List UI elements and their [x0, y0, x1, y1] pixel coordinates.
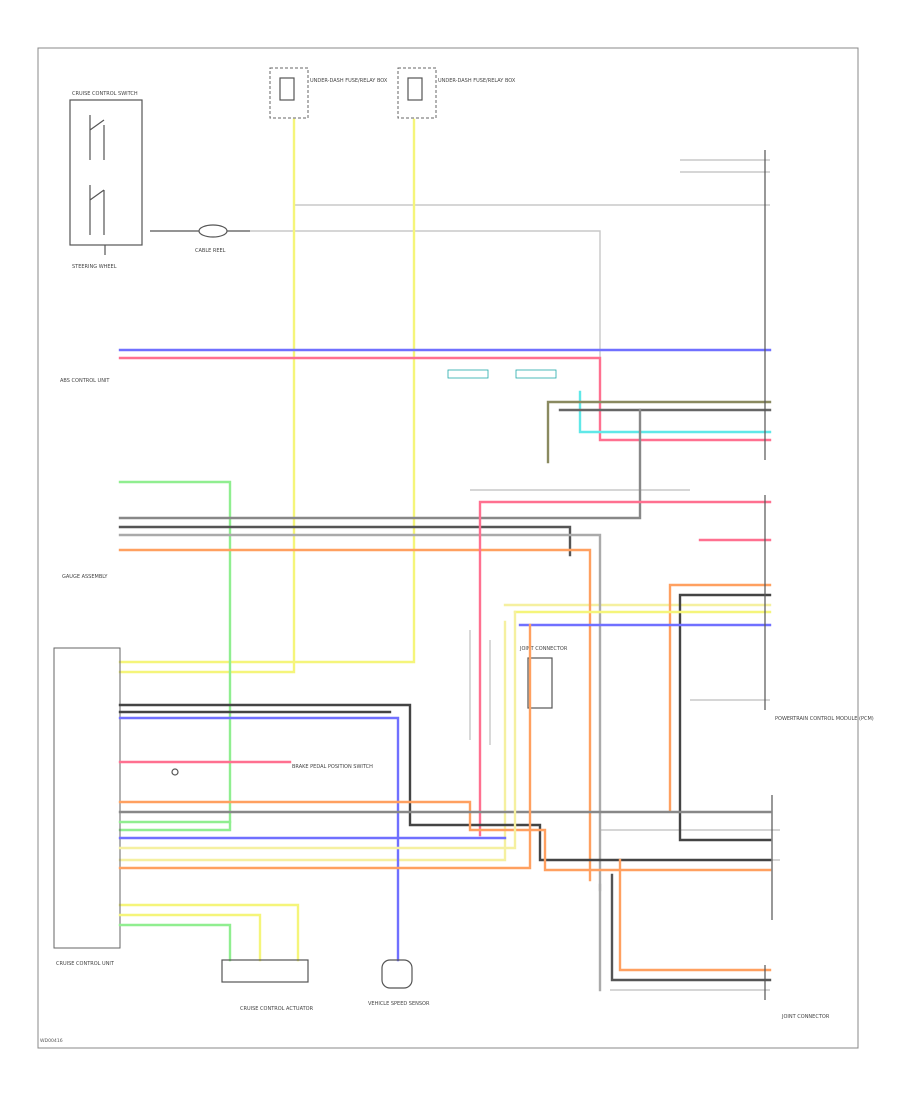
junction-2-label: JOINT CONNECTOR: [781, 1014, 830, 1020]
abs-wires: ABS CONTROL UNIT: [60, 348, 772, 464]
steering-wheel-label: STEERING WHEEL: [72, 264, 117, 270]
fuse-box-1: UNDER-DASH FUSE/RELAY BOX: [269, 67, 388, 119]
gauge-assembly-label: GAUGE ASSEMBLY: [62, 574, 108, 580]
cruise-switch-label: CRUISE CONTROL SWITCH: [72, 91, 138, 97]
junction-1-label: JOINT CONNECTOR: [519, 646, 568, 652]
cable-reel-label: CABLE REEL: [195, 248, 226, 254]
right-connector-pins: [764, 150, 773, 1000]
actuator: CRUISE CONTROL ACTUATOR: [221, 959, 314, 1012]
fuse-box-2: UNDER-DASH FUSE/RELAY BOX: [397, 67, 516, 119]
pcm-label: POWERTRAIN CONTROL MODULE (PCM): [775, 716, 874, 722]
fuse-box-2-label: UNDER-DASH FUSE/RELAY BOX: [438, 78, 516, 84]
actuator-label: CRUISE CONTROL ACTUATOR: [240, 1006, 314, 1012]
diagram-frame: [37, 47, 859, 1049]
gauge-wires: GAUGE ASSEMBLY: [62, 408, 772, 892]
yellow-wires: [118, 118, 772, 962]
cable-reel: CABLE REEL: [150, 224, 250, 254]
gray-harness: [250, 159, 780, 991]
joint-connector: JOINT CONNECTOR: [469, 630, 568, 745]
stop-switch: BRAKE PEDAL POSITION SWITCH: [171, 764, 373, 776]
speed-sensor: VEHICLE SPEED SENSOR: [368, 959, 430, 1007]
fuse-box-1-label: UNDER-DASH FUSE/RELAY BOX: [310, 78, 388, 84]
cruise-unit-label: CRUISE CONTROL UNIT: [56, 961, 115, 967]
speed-sensor-label: VEHICLE SPEED SENSOR: [368, 1001, 430, 1007]
footer-code: WD00416: [40, 1038, 63, 1044]
stop-switch-label: BRAKE PEDAL POSITION SWITCH: [292, 764, 373, 770]
cruise-control-unit: CRUISE CONTROL UNIT: [53, 610, 772, 967]
joint-connector-2: JOINT CONNECTOR: [598, 858, 830, 1020]
abs-unit-label: ABS CONTROL UNIT: [60, 378, 110, 384]
cruise-control-switch: CRUISE CONTROL SWITCH STEERING WHEEL: [69, 91, 143, 270]
pcm-wires: POWERTRAIN CONTROL MODULE (PCM): [513, 583, 874, 842]
